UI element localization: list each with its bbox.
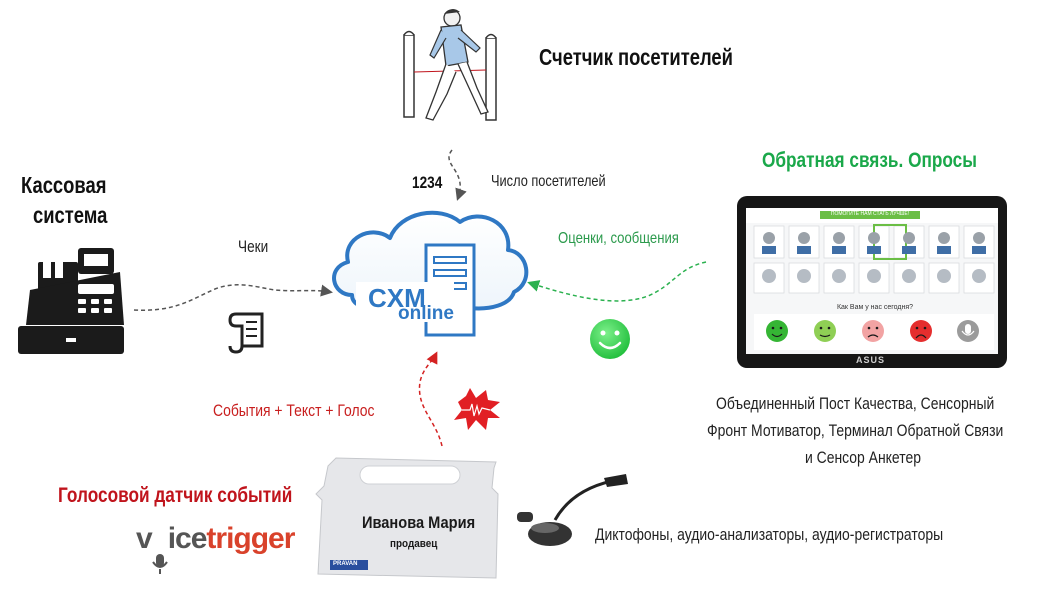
voicetrigger-logo-part2: ice	[167, 522, 208, 555]
voicetrigger-logo-part3: trigger	[206, 522, 295, 555]
tablet-banner: ПОМОГИТЕ НАМ СТАТЬ ЛУЧШЕ!	[830, 211, 910, 217]
feedback-description-line3: и Сенсор Анкетер	[805, 448, 921, 467]
receipts-arrow	[133, 284, 333, 311]
feedback-description-line1: Объединенный Пост Качества, Сенсорный	[716, 394, 995, 413]
voice-events-arrow	[418, 351, 443, 447]
voice-link-label: События + Текст + Голос	[213, 401, 375, 420]
online-logo-text: online	[398, 303, 454, 324]
visitor-counter-title: Счетчик посетителей	[539, 44, 733, 70]
microphone-icon	[517, 474, 628, 546]
voice-sensor-title: Голосовой датчик событий	[58, 484, 293, 507]
cxm-cloud-icon	[332, 210, 529, 337]
cxm-logo-text: CXM	[368, 283, 426, 313]
mic-glyph-icon	[151, 554, 168, 574]
feedback-title: Обратная связь. Опросы	[762, 149, 977, 172]
visitor-count-label: Число посетителей	[491, 173, 606, 190]
badge-role: продавец	[390, 538, 438, 550]
badge-name: Иванова Мария	[362, 513, 476, 532]
voicetrigger-logo-part1: v	[136, 522, 153, 555]
tablet-brand: ASUS	[856, 355, 886, 365]
cash-register-title-line1: Кассовая	[21, 172, 107, 198]
feedback-link-label: Оценки, сообщения	[558, 230, 679, 247]
badge-logo: PRAVAN	[333, 561, 358, 567]
cash-register-icon	[18, 248, 124, 354]
badge-icon	[315, 457, 499, 579]
turnstile-visitor-icon	[403, 8, 497, 121]
recorders-label: Диктофоны, аудио-анализаторы, аудио-реги…	[595, 525, 944, 544]
receipts-label: Чеки	[238, 237, 269, 256]
feedback-tablet-icon	[737, 196, 1007, 368]
visitor-count-arrow	[448, 149, 467, 201]
tablet-question: Как Вам у нас сегодня?	[836, 304, 914, 311]
receipt-icon	[228, 312, 264, 354]
feedback-description-line2: Фронт Мотиватор, Терминал Обратной Связи	[707, 421, 1004, 440]
visitor-count-value: 1234	[412, 173, 443, 192]
feedback-arrow	[527, 261, 707, 302]
sound-burst-icon	[454, 388, 500, 430]
smiley-icon	[590, 319, 630, 359]
cash-register-title-line2: система	[33, 202, 108, 228]
